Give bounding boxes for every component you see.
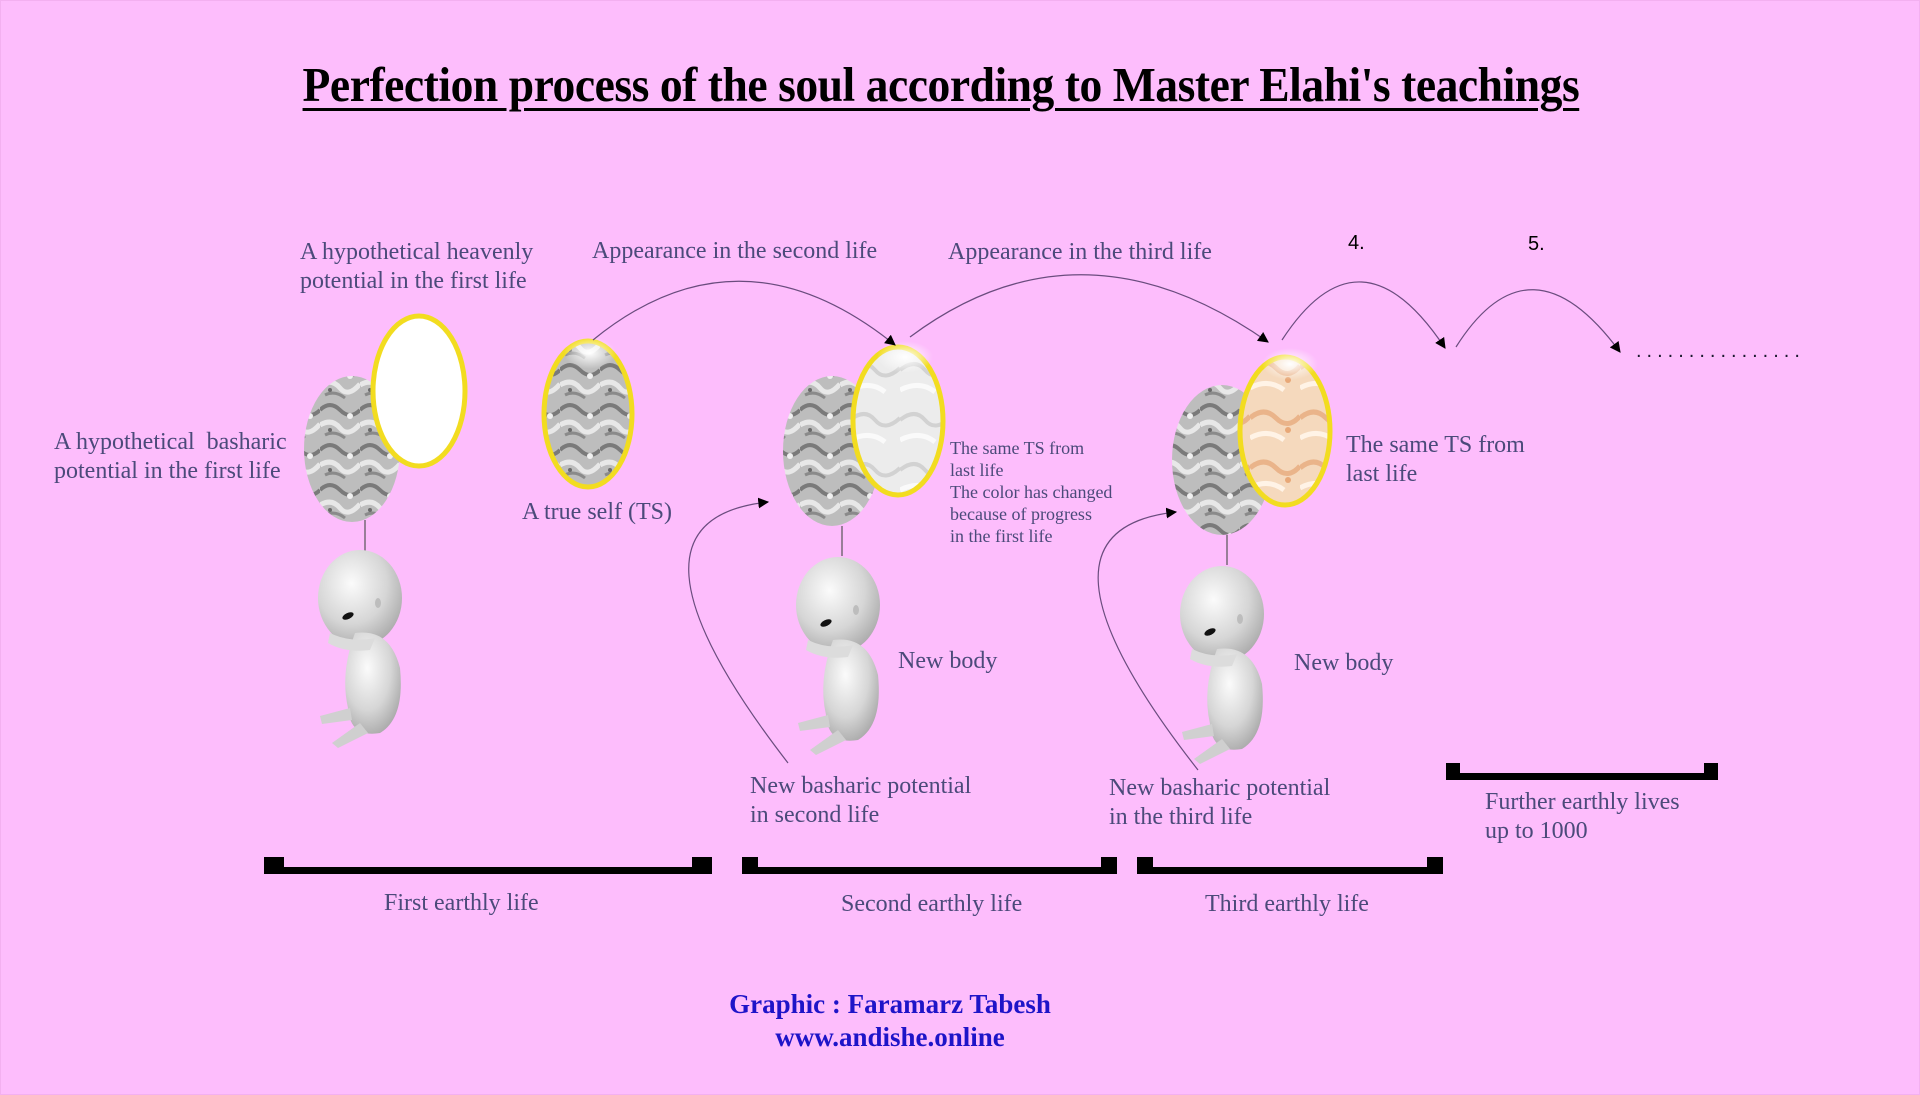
first-life-label: First earthly life — [384, 890, 539, 916]
same-ts-second-label: The same TS from last life The color has… — [950, 437, 1112, 547]
new-basharic-second-line-2: in second life — [750, 802, 880, 828]
arrow-step-4 — [1281, 281, 1446, 349]
second-life-label: Second earthly life — [841, 891, 1023, 917]
new-basharic-third-label: New basharic potential in the third life — [1109, 774, 1330, 832]
new-body-third-label: New body — [1294, 650, 1394, 676]
second-life-bracket — [742, 857, 1117, 874]
basharic-potential-line-2: potential in the first life — [54, 458, 281, 484]
new-basharic-third-line-1: New basharic potential — [1109, 775, 1331, 801]
graphic-credit: Graphic : Faramarz Tabesh — [729, 989, 1051, 1019]
website-link[interactable]: www.andishe.online — [775, 1022, 1005, 1052]
appearance-second-label: Appearance in the second life — [592, 238, 878, 264]
further-lives-line-2: up to 1000 — [1485, 818, 1588, 844]
embryo-1 — [318, 550, 402, 748]
further-lives-label: Further earthly lives up to 1000 — [1485, 788, 1680, 846]
same-ts-third-line-1: The same TS from — [1346, 432, 1525, 458]
new-basharic-third-line-2: in the third life — [1109, 804, 1253, 830]
heavenly-potential-line-1: A hypothetical heavenly — [300, 239, 534, 265]
same-ts-second-line-1: The same TS from — [950, 438, 1085, 458]
same-ts-second-line-5: in the first life — [950, 526, 1053, 546]
same-ts-second-line-3: The color has changed — [950, 482, 1113, 502]
basharic-potential-line-1: A hypothetical basharic — [54, 429, 287, 455]
heavenly-potential-line-2: potential in the first life — [300, 268, 527, 294]
arrow-new-basharic-second — [688, 497, 789, 764]
further-lives-bracket — [1446, 763, 1718, 780]
new-body-second-label: New body — [898, 648, 998, 674]
true-self-label: A true self (TS) — [522, 499, 672, 525]
further-lives-line-1: Further earthly lives — [1485, 789, 1680, 815]
same-ts-third-line-2: last life — [1346, 461, 1418, 487]
continuation-dots: ................ — [1636, 340, 1805, 362]
third-life-bracket — [1137, 857, 1443, 874]
step-4-label: 4. — [1348, 232, 1365, 254]
same-ts-second-line-4: because of progress — [950, 504, 1092, 524]
heavenly-potential-label: A hypothetical heavenly potential in the… — [300, 238, 533, 296]
same-ts-third-label: The same TS from last life — [1346, 431, 1525, 489]
arrow-step-5 — [1455, 289, 1621, 353]
first-life-bracket — [264, 857, 712, 874]
arrow-new-basharic-third — [1097, 507, 1199, 771]
step-5-label: 5. — [1528, 233, 1545, 255]
appearance-third-label: Appearance in the third life — [948, 239, 1212, 265]
new-basharic-second-label: New basharic potential in second life — [750, 772, 971, 830]
embryo-2 — [796, 557, 880, 755]
credit-block: Graphic : Faramarz Tabesh www.andishe.on… — [690, 988, 1090, 1054]
embryo-3 — [1180, 566, 1264, 764]
third-life-label: Third earthly life — [1205, 891, 1369, 917]
heavenly-potential-oval — [370, 313, 468, 469]
basharic-potential-label: A hypothetical basharic potential in the… — [54, 428, 287, 486]
page-title: Perfection process of the soul according… — [302, 57, 1580, 112]
arrow-appearance-second — [592, 280, 896, 346]
same-ts-second-line-2: last life — [950, 460, 1004, 480]
new-basharic-second-line-1: New basharic potential — [750, 773, 972, 799]
arrow-appearance-third — [909, 274, 1269, 343]
